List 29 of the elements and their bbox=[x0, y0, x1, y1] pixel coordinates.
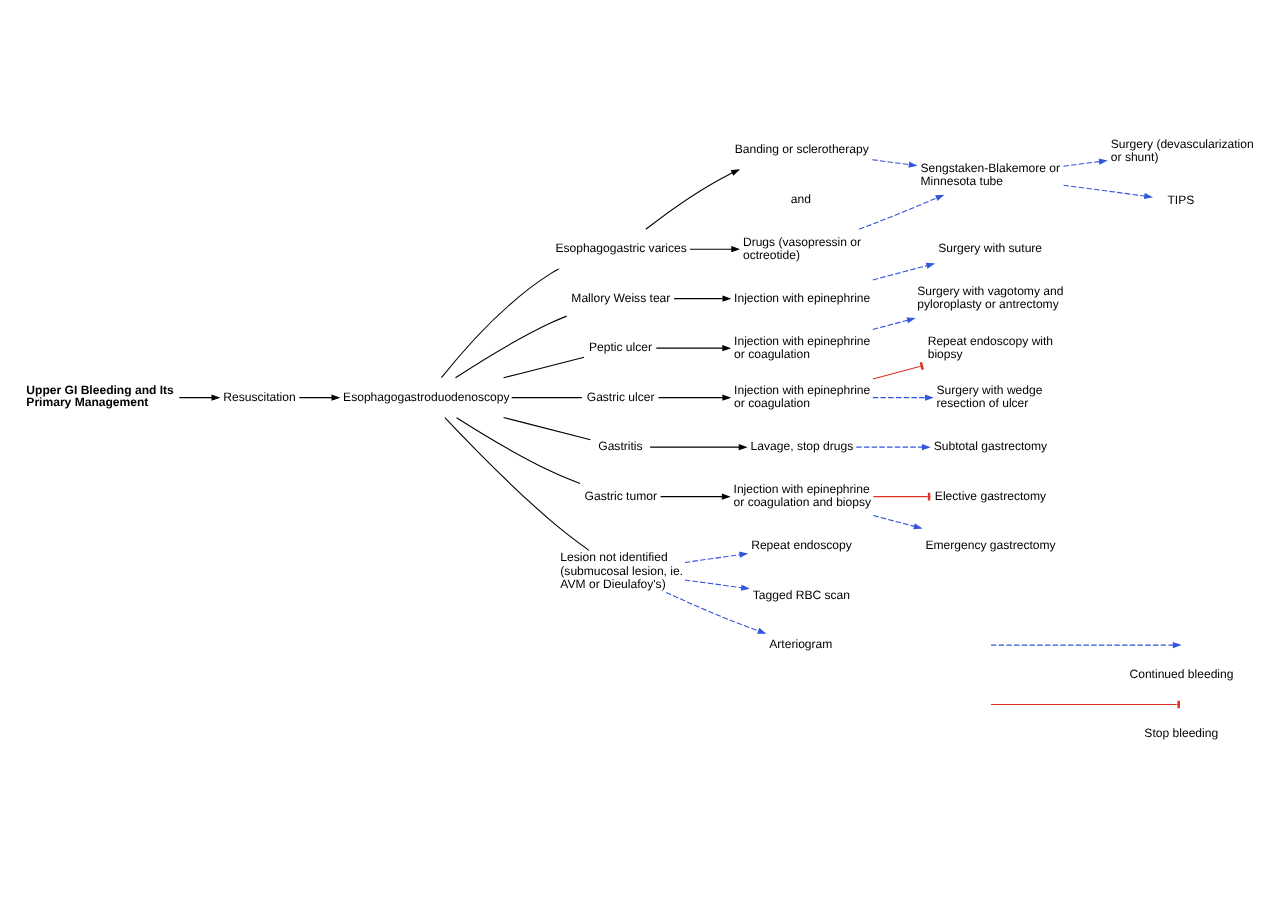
arrow bbox=[655, 344, 732, 351]
connector bbox=[440, 267, 560, 378]
arrow bbox=[1063, 157, 1108, 166]
arrow bbox=[872, 513, 923, 529]
connector bbox=[511, 396, 583, 398]
arrow bbox=[872, 393, 934, 400]
connector bbox=[444, 416, 590, 550]
arrow bbox=[872, 316, 916, 329]
arrow bbox=[855, 443, 931, 450]
arrow bbox=[684, 578, 750, 590]
arrow bbox=[689, 245, 741, 252]
arrow bbox=[298, 393, 341, 400]
arrow bbox=[645, 168, 741, 229]
arrow bbox=[649, 443, 748, 450]
connector bbox=[454, 314, 568, 378]
arrow bbox=[858, 193, 945, 229]
arrow bbox=[178, 393, 221, 400]
arrow bbox=[872, 261, 936, 280]
arrow bbox=[1063, 183, 1154, 199]
arrow bbox=[660, 492, 731, 499]
arrow bbox=[657, 393, 732, 400]
connector bbox=[503, 355, 585, 378]
arrow bbox=[665, 590, 767, 633]
arrow bbox=[871, 158, 918, 167]
arrow bbox=[684, 550, 749, 562]
connector bbox=[456, 416, 581, 484]
connector bbox=[503, 415, 591, 440]
connector bbox=[872, 360, 924, 379]
arrow bbox=[673, 294, 732, 301]
